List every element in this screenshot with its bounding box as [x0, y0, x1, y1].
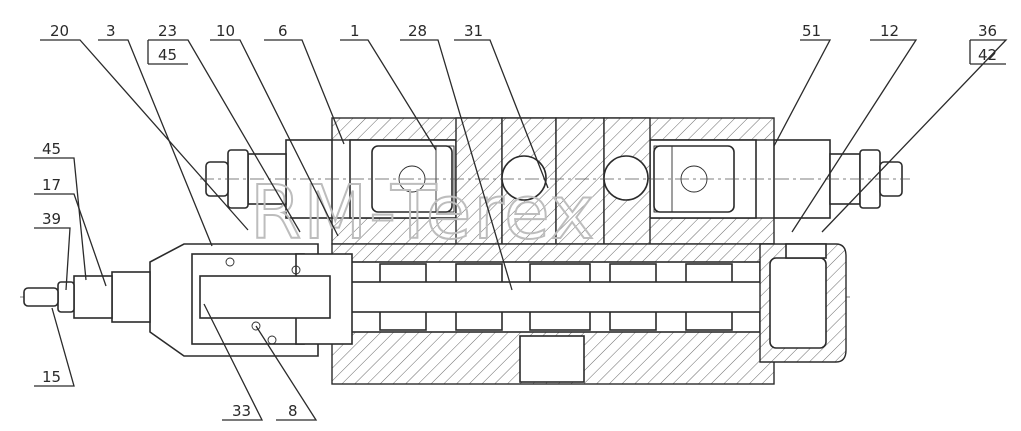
callout-12: 12 [880, 22, 899, 40]
callout-6: 6 [278, 22, 288, 40]
callout-31: 31 [464, 22, 483, 40]
callout-10: 10 [216, 22, 235, 40]
leader-lines [34, 39, 1008, 421]
callout-36: 36 [978, 22, 997, 40]
callout-17: 17 [42, 176, 61, 194]
left-spring-housing [23, 243, 353, 357]
right-spring-cap [759, 243, 847, 363]
callout-39: 39 [42, 210, 61, 228]
callout-28: 28 [408, 22, 427, 40]
callout-33: 33 [232, 402, 251, 420]
callout-51: 51 [802, 22, 821, 40]
callout-23: 23 [158, 22, 177, 40]
watermark-text: RM-Terex [250, 170, 596, 256]
callout-1: 1 [350, 22, 360, 40]
callout-3: 3 [106, 22, 116, 40]
callout-20: 20 [50, 22, 69, 40]
callout-45-left: 45 [42, 140, 61, 158]
callout-15: 15 [42, 368, 61, 386]
upper-valve-block [331, 117, 775, 245]
callout-42: 42 [978, 46, 997, 64]
callout-labels: 20 3 23 45 10 6 1 28 31 51 12 36 42 45 1… [42, 22, 997, 420]
callout-45-top: 45 [158, 46, 177, 64]
lower-spool-body [20, 243, 850, 385]
callout-8: 8 [288, 402, 298, 420]
